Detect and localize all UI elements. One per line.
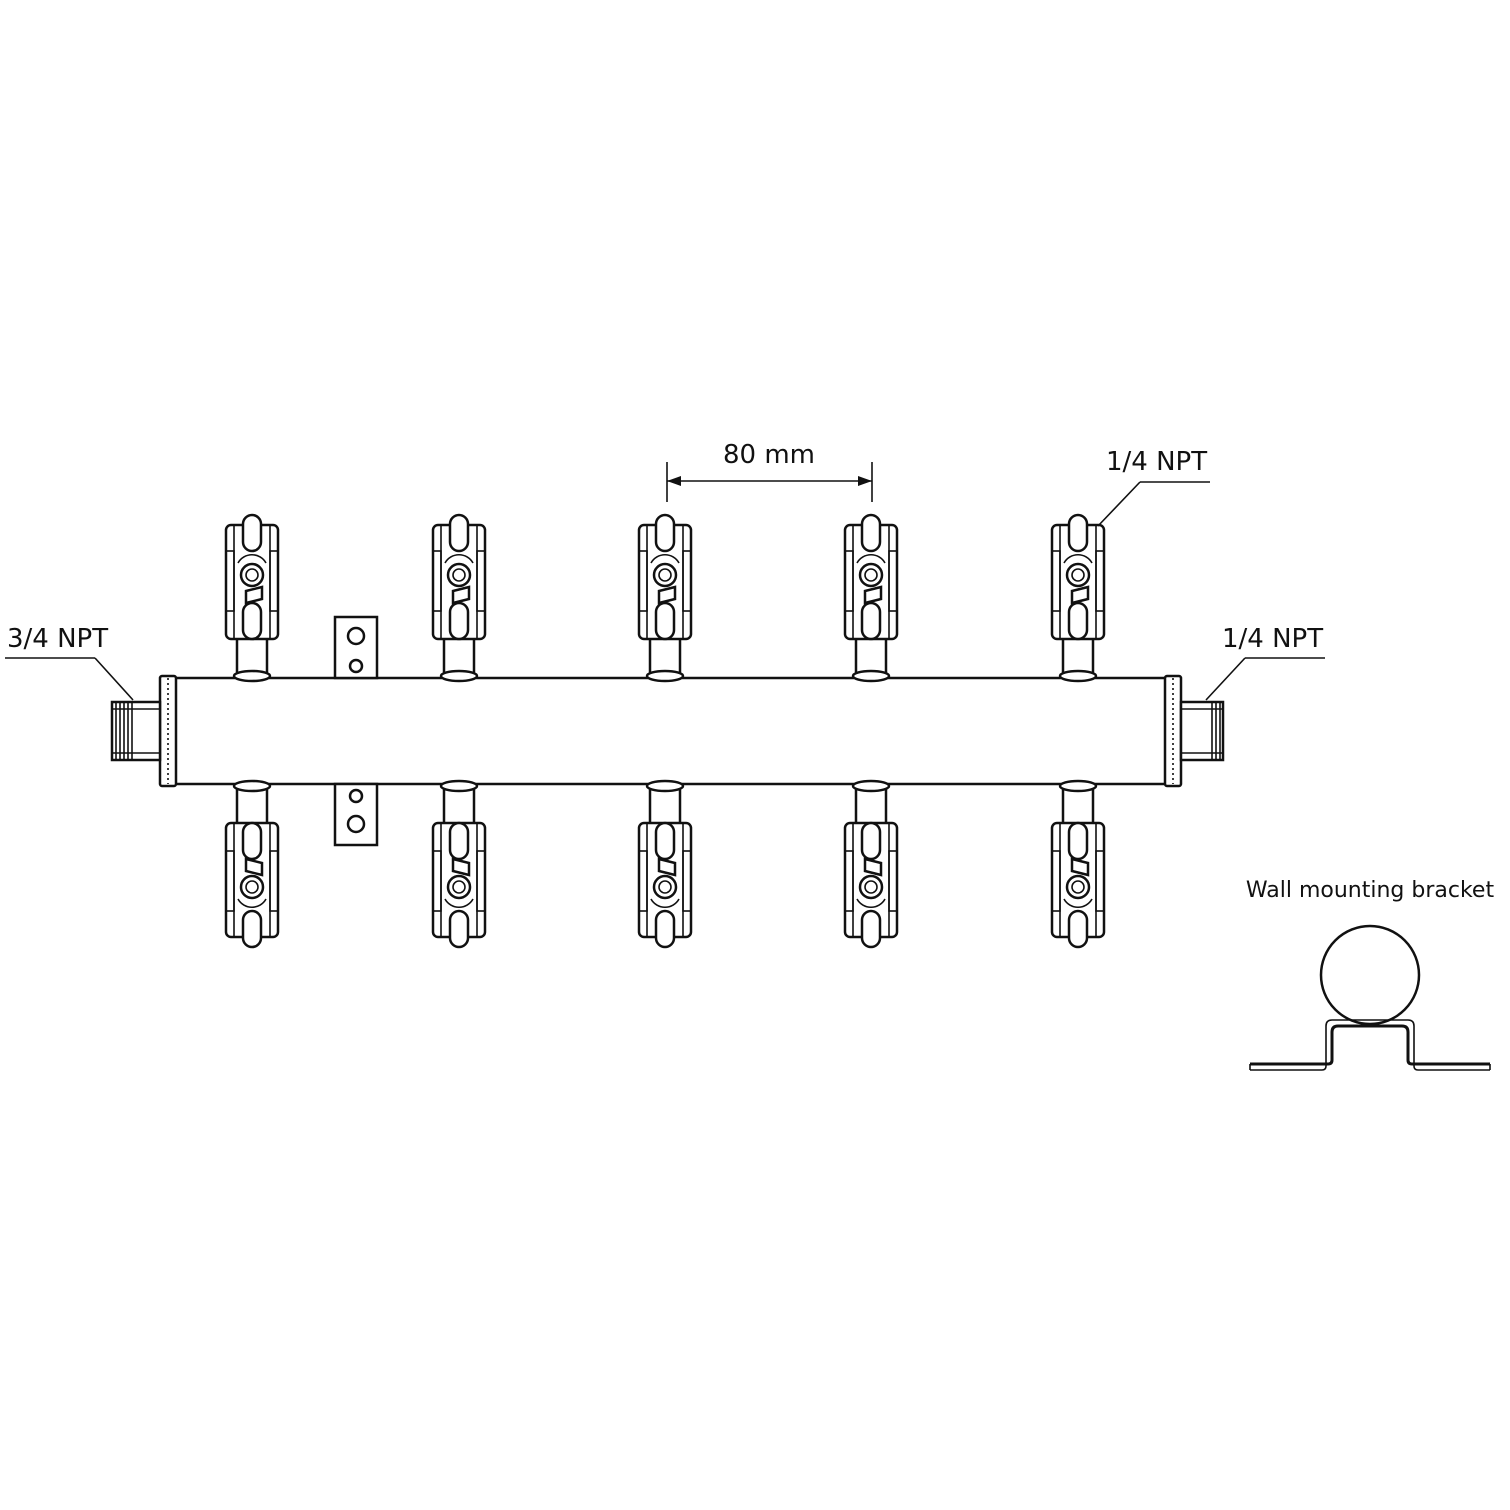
valve-bottom-2: [431, 779, 487, 949]
callout-outlet-top: 1/4 NPT: [1097, 447, 1210, 527]
inlet-fitting: [110, 700, 162, 762]
mounting-tab-bottom: [333, 782, 379, 847]
valve-bottom-3: [637, 779, 693, 949]
valve-bottom-4: [843, 779, 899, 949]
bracket-label: Wall mounting bracket: [1246, 878, 1495, 903]
valve-bottom-1: [224, 779, 280, 949]
inlet-label: 3/4 NPT: [7, 624, 108, 654]
mounting-tab-top: [333, 615, 379, 680]
valve-top-3: [637, 513, 693, 683]
valve-top-1: [224, 513, 280, 683]
spacing-label: 80 mm: [723, 440, 815, 470]
bracket-detail: Wall mounting bracket: [1246, 878, 1495, 1071]
callout-outlet-end: 1/4 NPT: [1205, 624, 1325, 701]
outlet-end-label: 1/4 NPT: [1222, 624, 1323, 654]
manifold-body: [158, 674, 1183, 788]
dimension-spacing: 80 mm: [666, 440, 873, 502]
valve-top-2: [431, 513, 487, 683]
outlet-top-label: 1/4 NPT: [1106, 447, 1207, 477]
callout-inlet: 3/4 NPT: [5, 624, 134, 701]
valve-top-5: [1050, 513, 1106, 683]
valve-top-4: [843, 513, 899, 683]
valve-bottom-5: [1050, 779, 1106, 949]
outlet-end-fitting: [1179, 700, 1225, 762]
